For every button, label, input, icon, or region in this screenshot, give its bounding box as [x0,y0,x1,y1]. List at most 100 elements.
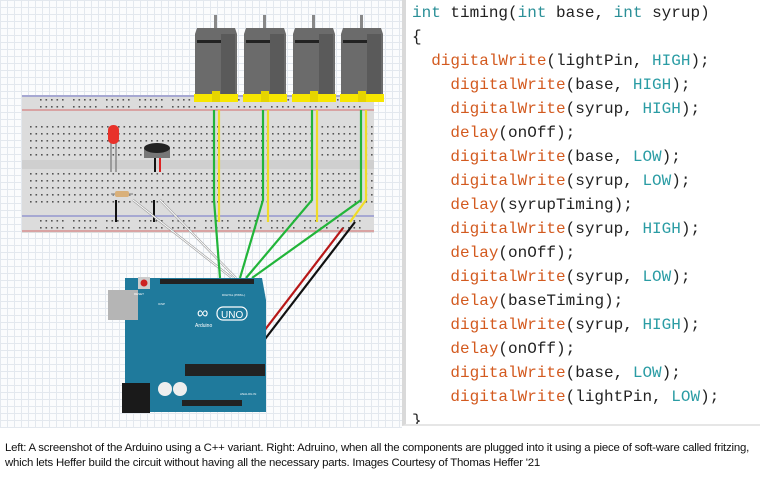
code-token: (syrup, [565,172,643,190]
breadboard-hole [233,187,236,189]
breadboard-hole [45,99,48,101]
breadboard-hole [272,194,274,196]
breadboard-hole [35,154,38,156]
breadboard-hole [282,220,284,222]
code-token: (syrup, [565,220,643,238]
breadboard-hole [46,133,49,135]
breadboard-hole [90,201,93,203]
code-token: base, [546,4,614,22]
breadboard-hole [211,201,214,203]
circuit-svg: ∞ UNO Arduino RESET ICSP DIGITAL (PWM~) … [22,15,384,413]
code-token [412,388,450,406]
breadboard-hole [51,106,53,108]
breadboard-hole [151,180,153,182]
breadboard-hole [35,194,38,196]
breadboard-hole [238,106,240,108]
breadboard-hole [178,133,181,135]
breadboard-hole [371,201,373,203]
breadboard-hole [239,126,241,128]
breadboard-hole [349,201,351,203]
breadboard-hole [107,194,109,196]
breadboard-hole [117,220,119,222]
breadboard-hole [89,99,92,101]
breadboard-hole [277,194,280,196]
code-token [412,76,450,94]
code-token: LOW [642,172,672,190]
breadboard-hole [354,147,357,149]
breadboard-hole [107,147,109,149]
breadboard-hole [287,99,290,101]
breadboard-hole [96,147,98,149]
breadboard-hole [288,154,291,156]
breadboard-hole [95,106,97,108]
breadboard-hole [272,126,274,128]
breadboard-hole [221,106,224,108]
breadboard-hole [184,201,186,203]
breadboard-hole [309,106,312,108]
breadboard-hole [173,126,175,128]
breadboard-hole [250,154,252,156]
breadboard-hole [354,126,357,128]
breadboard-hole [244,140,247,142]
breadboard-hole [354,194,357,196]
breadboard-hole [233,126,236,128]
breadboard-hole [134,187,137,189]
breadboard-hole [111,99,114,101]
breadboard-hole [30,201,32,203]
breadboard-hole [134,180,137,182]
breadboard-hole [74,147,76,149]
breadboard-hole [111,227,114,229]
breadboard-hole [101,147,104,149]
breadboard-hole [68,126,71,128]
breadboard-hole [183,227,185,229]
breadboard-hole [288,187,291,189]
breadboard-hole [327,180,329,182]
breadboard-hole [359,220,361,222]
breadboard-hole [277,147,280,149]
breadboard-hole [250,126,252,128]
breadboard-hole [129,180,131,182]
breadboard-hole [244,173,247,175]
breadboard-hole [30,187,32,189]
breadboard-hole [123,154,126,156]
code-token: ); [671,172,691,190]
breadboard-hole [172,227,174,229]
breadboard-hole [35,201,38,203]
breadboard-hole [145,140,148,142]
breadboard-hole [118,140,120,142]
breadboard-hole [40,106,42,108]
code-token: HIGH [652,52,691,70]
breadboard-hole [217,147,219,149]
breadboard-hole [35,187,38,189]
breadboard-hole [244,133,247,135]
breadboard-hole [349,173,351,175]
code-token: } [412,412,422,426]
breadboard-hole [338,154,340,156]
breadboard-hole [111,106,114,108]
breadboard-hole [107,140,109,142]
breadboard-hole [79,180,82,182]
breadboard-hole [294,140,296,142]
breadboard-hole [74,180,76,182]
breadboard-hole [233,173,236,175]
breadboard-hole [57,133,60,135]
breadboard-hole [227,106,229,108]
breadboard-hole [200,140,203,142]
breadboard-hole [327,194,329,196]
breadboard-hole [184,173,186,175]
breadboard-hole [343,180,346,182]
breadboard-hole [123,187,126,189]
breadboard-hole [255,154,258,156]
breadboard-hole [261,194,263,196]
breadboard-hole [184,133,186,135]
breadboard-hole [140,194,142,196]
breadboard-hole [332,187,335,189]
breadboard-hole [343,173,346,175]
code-line: delay(onOff); [412,123,575,143]
breadboard-hole [162,140,164,142]
breadboard-hole [194,106,196,108]
code-line: digitalWrite(syrup, HIGH); [412,315,700,335]
breadboard-hole [239,201,241,203]
breadboard-hole [288,180,291,182]
breadboard-hole [288,194,291,196]
